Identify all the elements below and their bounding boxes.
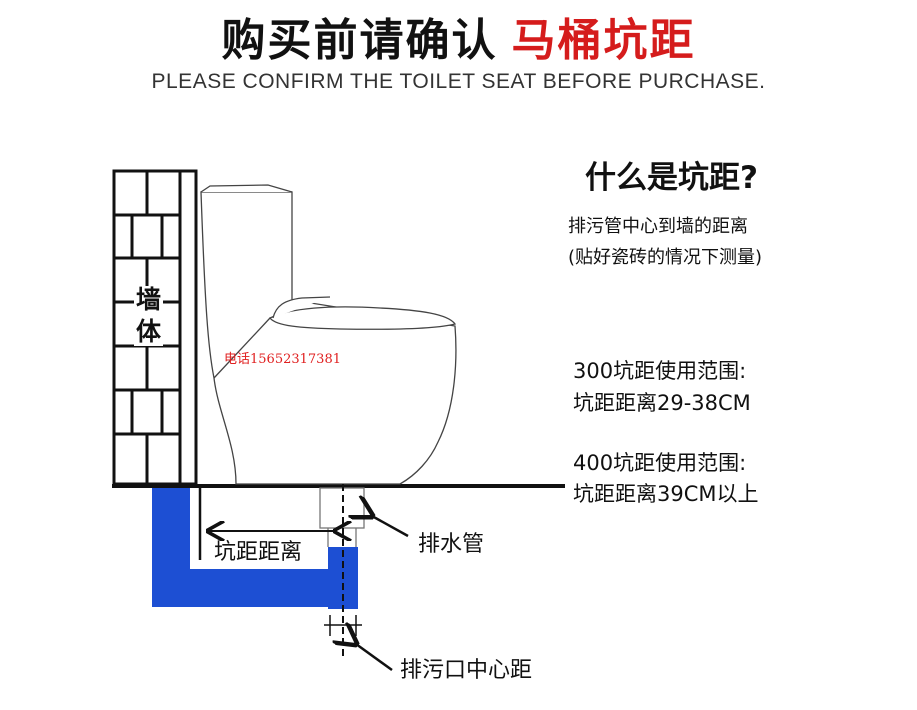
wall-label-char1: 墙 <box>134 285 164 314</box>
page-subtitle: PLEASE CONFIRM THE TOILET SEAT BEFORE PU… <box>151 70 766 93</box>
drain-pipe-label: 排水管 <box>418 532 485 557</box>
wall-label-char2: 体 <box>134 317 164 346</box>
definition-line-2: (贴好瓷砖的情况下测量) <box>568 247 763 268</box>
definition-line-1: 排污管中心到墙的距离 <box>568 216 748 237</box>
question-heading: 什么是坑距? <box>585 160 758 196</box>
title-main: 购买前请确认 <box>221 15 498 66</box>
drain-pipe-arrow <box>372 516 409 538</box>
toilet <box>200 184 457 485</box>
outlet-center-dimension <box>324 615 362 636</box>
spec-400-line-2: 坑距距离39CM以上 <box>573 482 759 506</box>
spec-300-line-2: 坑距距离29-38CM <box>573 391 751 415</box>
spec-300-line-1: 300坑距使用范围: <box>573 359 747 383</box>
title-highlight: 马桶坑距 <box>511 15 696 66</box>
outlet-center-label: 排污口中心距 <box>400 658 533 683</box>
spec-400-line-1: 400坑距使用范围: <box>573 451 747 475</box>
page-title: 购买前请确认马桶坑距 <box>0 4 917 68</box>
outlet-center-arrow <box>356 644 393 672</box>
phone-watermark: 电话15652317381 <box>224 352 341 367</box>
pit-distance-label: 坑距距离 <box>214 540 303 565</box>
drain-pipe <box>152 485 358 609</box>
